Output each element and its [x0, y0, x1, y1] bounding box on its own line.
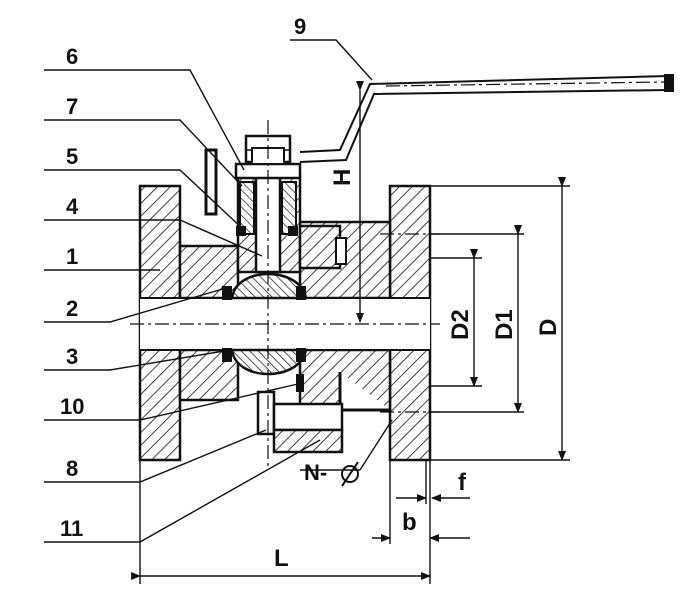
callout-8: 8 [66, 456, 78, 481]
dim-D1: D1 [491, 309, 518, 340]
dim-D: D [535, 319, 562, 336]
dimension-labels: H D2 D1 D f b L N- [274, 169, 562, 572]
dim-L: L [274, 545, 289, 572]
dim-D2: D2 [447, 309, 474, 340]
callout-10: 10 [60, 394, 84, 419]
callout-1: 1 [66, 244, 78, 269]
bottom-nut [272, 402, 344, 432]
callout-9: 9 [294, 14, 306, 39]
callout-labels: 9 6 7 5 4 1 2 3 10 8 11 [60, 14, 306, 541]
handle [299, 74, 674, 163]
gland-packing [239, 181, 255, 235]
dim-f: f [458, 469, 467, 496]
bottom-bolt [256, 390, 276, 436]
ball [230, 272, 308, 300]
dim-b: b [402, 509, 417, 536]
dim-H: H [329, 169, 356, 186]
callout-3: 3 [66, 344, 78, 369]
dimension-lines [131, 81, 570, 584]
seat-right [296, 286, 306, 300]
diameter-symbol [341, 461, 359, 487]
dim-N: N- [304, 460, 327, 485]
leader-lines [44, 39, 373, 543]
stop-plate [204, 148, 218, 216]
callout-2: 2 [66, 296, 78, 321]
seat-left [222, 286, 232, 300]
callout-4: 4 [66, 194, 79, 219]
callout-11: 11 [60, 516, 83, 541]
callout-5: 5 [66, 144, 78, 169]
callout-7: 7 [66, 94, 78, 119]
callout-6: 6 [66, 44, 78, 69]
